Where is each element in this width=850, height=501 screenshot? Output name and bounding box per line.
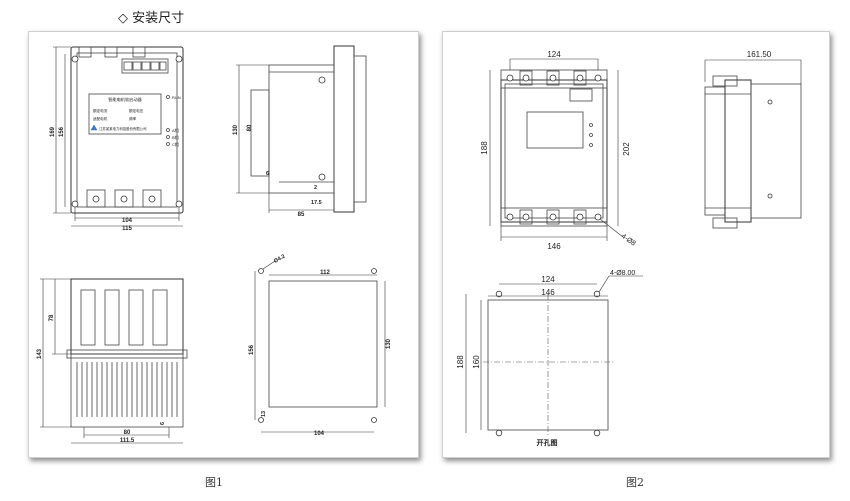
figure-2-drawing: 124 188 202 146 4-Ø8 161.50	[456, 50, 802, 447]
fig1-cutout-dim-130: 130	[386, 338, 392, 349]
fig1-side-dim-2: 2	[314, 185, 317, 191]
fig1-cutout-dim-13: 13	[261, 411, 267, 417]
fig1-side-dim-85: 85	[298, 212, 305, 218]
section-title: ◇ 安装尺寸	[118, 11, 185, 26]
fig1-side-dim-130: 130	[233, 124, 239, 135]
fig1-label-line1b: 额定电压	[129, 108, 144, 113]
fig1-side-label-c: C相	[172, 141, 179, 147]
fig1-cutout-view: Ø4.2 112 156 130 13 104	[249, 254, 392, 437]
fig2-side-dim: 161.50	[747, 50, 772, 59]
fig1-cutout-dim-104: 104	[314, 431, 325, 437]
fig1-side-dim-17-5: 17.5	[311, 200, 322, 206]
fig2-front-view: 124 188 202 146 4-Ø8	[480, 50, 637, 251]
fig2-dim-124: 124	[547, 50, 561, 59]
fig1-side-view: 130 80 6 2 17.5 85	[233, 45, 367, 218]
fig2-cutout-dim-146: 146	[541, 288, 555, 297]
fig1-bottom-dim-143: 143	[37, 348, 43, 359]
fig2-cutout-label: 开孔图	[537, 438, 558, 447]
fig2-cutout-dim-124: 124	[541, 275, 555, 284]
figure-1-caption: 图1	[205, 476, 223, 489]
figure-2-panel: 124 188 202 146 4-Ø8 161.50	[442, 31, 830, 458]
figure-1-drawing: 智能电机软启动器 额定电流 额定电压 适配电机 频率 江苏某某电力科技股份有限公…	[37, 45, 392, 444]
fig1-cutout-dim-112: 112	[320, 270, 330, 276]
fig1-bottom-dim-78: 78	[49, 314, 55, 321]
fig1-dim-156: 156	[59, 126, 65, 137]
fig2-side-view: 161.50	[704, 50, 802, 229]
fig2-cutout-view: 124 146 4-Ø8.00 188 160 开孔图	[456, 270, 643, 447]
fig1-bottom-dim-111-5: 111.5	[120, 438, 135, 444]
fig1-cutout-dim-156: 156	[249, 344, 255, 355]
fig2-cutout-dim-160: 160	[472, 355, 481, 369]
warning-icon	[90, 124, 98, 131]
fig2-cutout-dim-holes: 4-Ø8.00	[610, 270, 635, 277]
fig1-bottom-dim-80: 80	[124, 430, 131, 436]
fig2-dim-202: 202	[622, 142, 631, 156]
fig1-bottom-dim-6: 6	[160, 422, 166, 425]
fig2-dim-188: 188	[480, 141, 489, 155]
fig1-cutout-dim-hole: Ø4.2	[273, 254, 286, 265]
fig1-side-dim-80: 80	[247, 124, 253, 131]
fig1-dim-104: 104	[122, 218, 133, 224]
figure-2-caption: 图2	[626, 476, 644, 489]
fig1-dim-169: 169	[50, 126, 56, 137]
fig2-cutout-dim-188: 188	[456, 355, 465, 369]
fig1-label-line2b: 频率	[129, 116, 137, 121]
figure-1-panel: 智能电机软启动器 额定电流 额定电压 适配电机 频率 江苏某某电力科技股份有限公…	[28, 31, 419, 458]
fig1-label-title: 智能电机软启动器	[108, 96, 142, 103]
fig1-side-dim-6: 6	[266, 171, 269, 177]
fig1-label-line2a: 适配电机	[93, 116, 108, 121]
fig1-side-label-b: B相	[172, 134, 179, 140]
fig2-dim-146: 146	[547, 242, 561, 251]
fig1-label-line1a: 额定电流	[93, 108, 108, 113]
fig1-side-label-run: RUN	[172, 95, 181, 100]
fig1-side-label-a: A相	[172, 127, 179, 133]
fig2-dim-holes: 4-Ø8	[620, 233, 637, 248]
fig1-front-view: 智能电机软启动器 额定电流 额定电压 适配电机 频率 江苏某某电力科技股份有限公…	[50, 46, 184, 232]
fig1-dim-115: 115	[122, 226, 132, 232]
fig1-bottom-view: 143 78 80 111.5 6	[37, 278, 188, 444]
fig1-label-company: 江苏某某电力科技股份有限公司	[99, 126, 146, 131]
